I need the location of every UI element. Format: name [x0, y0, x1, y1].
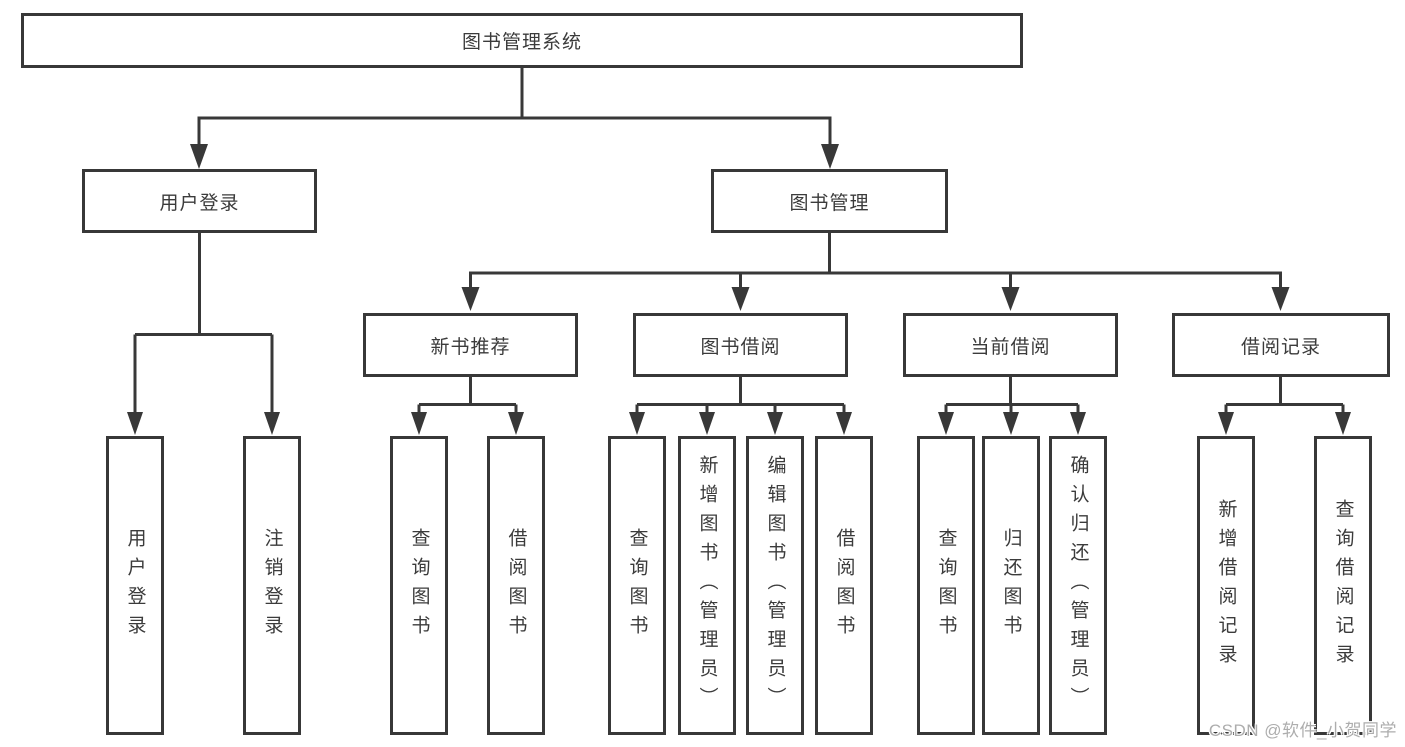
connector-lines	[133, 68, 1345, 414]
connector-current-borrow-children	[944, 377, 1080, 414]
leaf-logout: 注销登录	[243, 436, 301, 735]
leaf-add-books-admin: 新增图书（管理员）	[678, 436, 736, 735]
leaf-query-books-borrow: 查询图书	[608, 436, 666, 735]
node-label: 用户登录	[124, 527, 146, 644]
node-root-library-system: 图书管理系统	[21, 13, 1023, 68]
connector-book-borrow-children	[635, 377, 846, 414]
node-label: 图书管理系统	[461, 32, 582, 53]
leaf-query-borrow-record: 查询借阅记录	[1314, 436, 1372, 735]
node-label: 当前借阅	[970, 336, 1051, 358]
leaf-edit-books-admin: 编辑图书（管理员）	[746, 436, 804, 735]
leaf-return-books: 归还图书	[982, 436, 1040, 735]
connector-borrow-records-children	[1224, 377, 1345, 414]
node-label: 查询图书	[626, 527, 648, 644]
node-label: 确认归还（管理员）	[1067, 455, 1089, 716]
node-label: 查询图书	[935, 527, 957, 644]
leaf-borrow-books: 借阅图书	[815, 436, 873, 735]
node-label: 注销登录	[261, 527, 283, 644]
node-label: 图书借阅	[700, 336, 781, 358]
node-borrow-records: 借阅记录	[1172, 313, 1390, 377]
node-new-book-recommend: 新书推荐	[363, 313, 578, 377]
node-label: 用户登录	[159, 192, 240, 214]
node-current-borrow: 当前借阅	[903, 313, 1118, 377]
leaf-borrow-books-recommend: 借阅图书	[487, 436, 545, 735]
node-label: 借阅记录	[1240, 336, 1321, 358]
connector-new-book-children	[417, 377, 518, 414]
node-label: 借阅图书	[505, 527, 527, 644]
leaf-add-borrow-record: 新增借阅记录	[1197, 436, 1255, 735]
node-label: 编辑图书（管理员）	[764, 455, 786, 716]
node-label: 归还图书	[1000, 527, 1022, 644]
node-book-management: 图书管理	[711, 169, 948, 233]
node-label: 新书推荐	[430, 336, 511, 358]
connector-user-login-children	[133, 233, 274, 414]
node-user-login: 用户登录	[82, 169, 317, 233]
node-label: 图书管理	[789, 192, 870, 214]
connector-book-mgmt-to-level3	[469, 233, 1282, 290]
leaf-confirm-return-admin: 确认归还（管理员）	[1049, 436, 1107, 735]
node-label: 查询图书	[408, 527, 430, 644]
leaf-query-books-current: 查询图书	[917, 436, 975, 735]
csdn-watermark: CSDN @软件_小贺同学	[1208, 721, 1397, 740]
node-label: 新增借阅记录	[1215, 498, 1237, 673]
node-book-borrow: 图书借阅	[633, 313, 848, 377]
node-label: 新增图书（管理员）	[696, 455, 718, 716]
node-label: 借阅图书	[833, 527, 855, 644]
leaf-user-login: 用户登录	[106, 436, 164, 735]
node-label: 查询借阅记录	[1332, 498, 1354, 673]
leaf-query-books-recommend: 查询图书	[390, 436, 448, 735]
connector-root-to-level2	[197, 68, 832, 147]
arrowheads	[127, 144, 1351, 435]
